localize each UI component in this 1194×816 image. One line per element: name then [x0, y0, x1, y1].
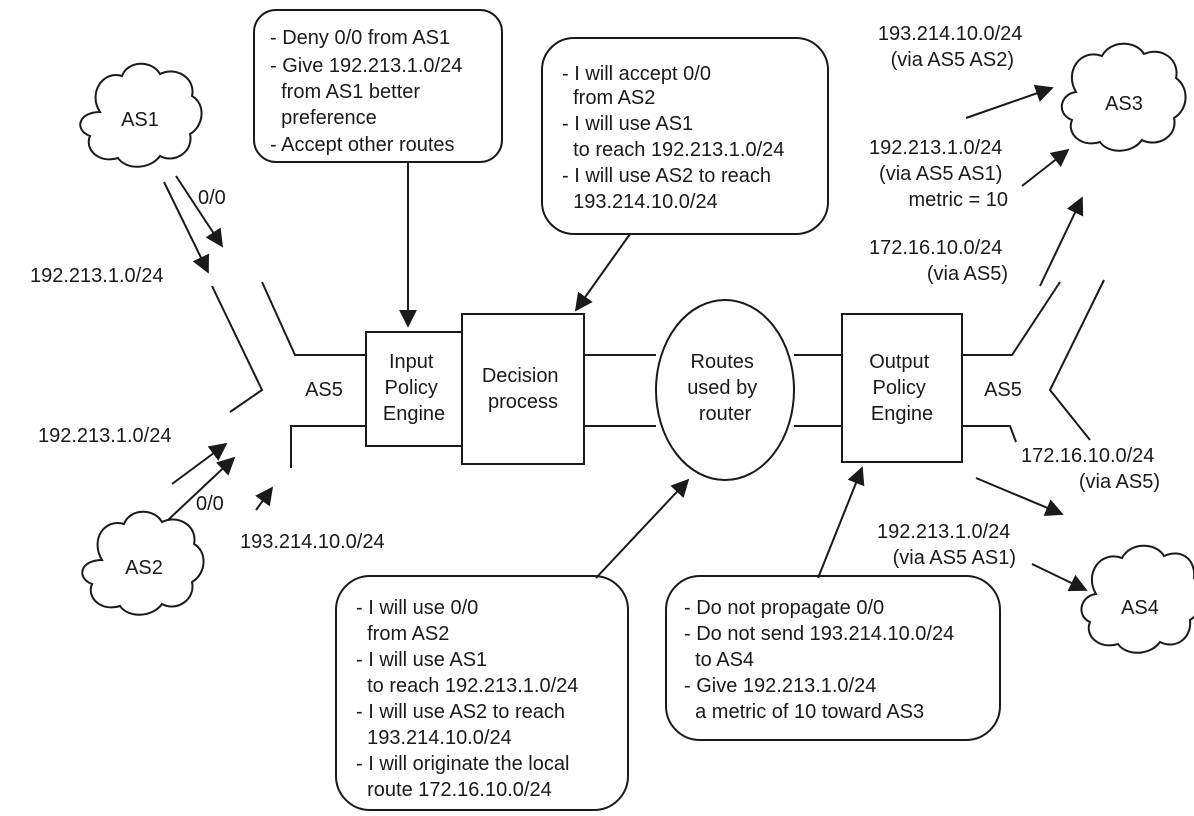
input-policy-callout: - Deny 0/0 from AS1 - Give 192.213.1.0/2…: [253, 9, 503, 163]
route-arrow: [975, 477, 1064, 517]
route-arrow: [171, 442, 228, 485]
as4-label: AS4: [1121, 597, 1159, 619]
callout-line: to reach 192.213.1.0/24: [562, 139, 784, 161]
input-policy-engine: Input Policy Engine: [365, 331, 463, 447]
output-engine-line: Engine: [871, 403, 933, 425]
svg-text:Output Policy Engi: Output Policy Engine: [869, 351, 935, 425]
decision-process: Decision process: [461, 313, 585, 465]
route-arrow: [167, 456, 236, 521]
callout-line: - I will originate the local: [356, 753, 569, 775]
route-arrow: [163, 181, 209, 274]
as5-right-label: AS5: [984, 379, 1022, 401]
route-label: 193.214.10.0/24: [240, 531, 385, 553]
callout-line: - I will use AS1: [562, 113, 693, 135]
svg-text:- I will use 0/0 from: - I will use 0/0 from AS2 - I will use A…: [356, 597, 584, 801]
svg-text:192.213.1.0/24 (via AS5 AS: 192.213.1.0/24 (via AS5 AS1) metric = 10: [869, 137, 1008, 211]
callout-line: from AS2: [562, 87, 655, 109]
route-label: 192.213.1.0/24: [38, 425, 171, 447]
svg-text:Decision process: Decision process: [482, 365, 564, 413]
svg-text:172.16.10.0/24 (via AS5): 172.16.10.0/24 (via AS5): [1021, 445, 1160, 493]
callout-line: - I will accept 0/0: [562, 63, 711, 85]
callout-line: preference: [270, 107, 377, 129]
as2-cloud: AS2: [81, 510, 205, 616]
callout-line: - Do not propagate 0/0: [684, 597, 884, 619]
decision-line: Decision: [482, 365, 559, 387]
svg-text:193.214.10.0/24 (via AS5 A: 193.214.10.0/24 (via AS5 AS2): [878, 23, 1028, 71]
svg-text:- Deny 0/0 from AS1 - Gi: - Deny 0/0 from AS1 - Give 192.213.1.0/2…: [270, 27, 468, 156]
route-arrow: [175, 175, 223, 248]
callout-line: - I will use AS2 to reach: [562, 165, 771, 187]
decision-line: process: [488, 391, 558, 413]
route-label: 172.16.10.0/24: [869, 237, 1002, 259]
as2-label: AS2: [125, 557, 163, 579]
route-arrow: [255, 486, 274, 511]
svg-text:- I will accept 0/0 fr: - I will accept 0/0 from AS2 - I will us…: [562, 63, 790, 213]
route-label: 192.213.1.0/24: [877, 521, 1010, 543]
callout-line: route 172.16.10.0/24: [356, 779, 552, 801]
as3-label: AS3: [1105, 93, 1143, 115]
callout-arrow: [595, 478, 690, 579]
as5-router-outline: [211, 279, 1105, 468]
route-label: 0/0: [196, 493, 224, 515]
callout-line: - I will use 0/0: [356, 597, 478, 619]
callout-line: from AS1 better: [270, 81, 420, 103]
route-label: (via AS5 AS1): [893, 547, 1016, 569]
input-engine-line: Policy: [385, 377, 438, 399]
callout-line: - Give 192.213.1.0/24: [684, 675, 876, 697]
route-label: (via AS5): [927, 263, 1008, 285]
callout-line: - I will use AS2 to reach: [356, 701, 565, 723]
route-label: 192.213.1.0/24: [869, 137, 1002, 159]
callout-line: 193.214.10.0/24: [562, 191, 718, 213]
route-label: (via AS5 AS2): [891, 49, 1014, 71]
svg-text:- Do not propagate 0/0 -: - Do not propagate 0/0 - Do not send 193…: [684, 597, 960, 723]
route-label: 172.16.10.0/24: [1021, 445, 1154, 467]
output-policy-callout: - Do not propagate 0/0 - Do not send 193…: [665, 575, 1001, 741]
route-arrow: [965, 84, 1054, 119]
callout-line: a metric of 10 toward AS3: [684, 701, 924, 723]
callout-line: to AS4: [684, 649, 754, 671]
as1-label: AS1: [121, 109, 159, 131]
routes-line: used by: [687, 377, 757, 399]
route-arrow: [1039, 196, 1084, 287]
route-label: (via AS5 AS1): [879, 163, 1002, 185]
route-label: 192.213.1.0/24: [30, 265, 163, 287]
callout-arrow: [574, 233, 631, 312]
input-engine-line: Engine: [383, 403, 445, 425]
route-label: 0/0: [198, 187, 226, 209]
callout-line: 193.214.10.0/24: [356, 727, 512, 749]
output-engine-line: Output: [869, 351, 929, 373]
as4-cloud: AS4: [1080, 544, 1194, 654]
route-arrow: [1031, 563, 1088, 592]
as5-left-label: AS5: [305, 379, 343, 401]
callout-line: from AS2: [356, 623, 449, 645]
route-label: (via AS5): [1079, 471, 1160, 493]
output-policy-engine: Output Policy Engine: [841, 313, 963, 463]
callout-line: - Do not send 193.214.10.0/24: [684, 623, 954, 645]
output-engine-line: Policy: [873, 377, 926, 399]
callout-line: to reach 192.213.1.0/24: [356, 675, 578, 697]
decision-callout: - I will accept 0/0 from AS2 - I will us…: [541, 37, 829, 235]
svg-text:172.16.10.0/24 (via AS5): 172.16.10.0/24 (via AS5): [869, 237, 1008, 285]
as1-cloud: AS1: [79, 62, 203, 168]
svg-text:192.213.1.0/24 (via AS5 AS: 192.213.1.0/24 (via AS5 AS1): [877, 521, 1016, 569]
input-engine-line: Input: [389, 351, 434, 373]
as3-cloud: AS3: [1061, 42, 1187, 152]
routes-used-by-router: Routes used by router: [655, 299, 795, 481]
callout-line: - Deny 0/0 from AS1: [270, 27, 450, 49]
routes-line: router: [699, 403, 752, 425]
route-label: metric = 10: [909, 189, 1008, 211]
routes-callout: - I will use 0/0 from AS2 - I will use A…: [335, 575, 629, 811]
routes-line: Routes: [691, 351, 754, 373]
svg-text:Input Policy Engin: Input Policy Engine: [383, 351, 445, 425]
svg-text:Routes used by rou: Routes used by router: [687, 351, 763, 425]
callout-line: - Accept other routes: [270, 134, 455, 156]
callout-line: - Give 192.213.1.0/24: [270, 55, 462, 77]
route-arrow: [1021, 148, 1070, 187]
callout-line: - I will use AS1: [356, 649, 487, 671]
callout-arrow: [817, 466, 865, 579]
route-label: 193.214.10.0/24: [878, 23, 1023, 45]
